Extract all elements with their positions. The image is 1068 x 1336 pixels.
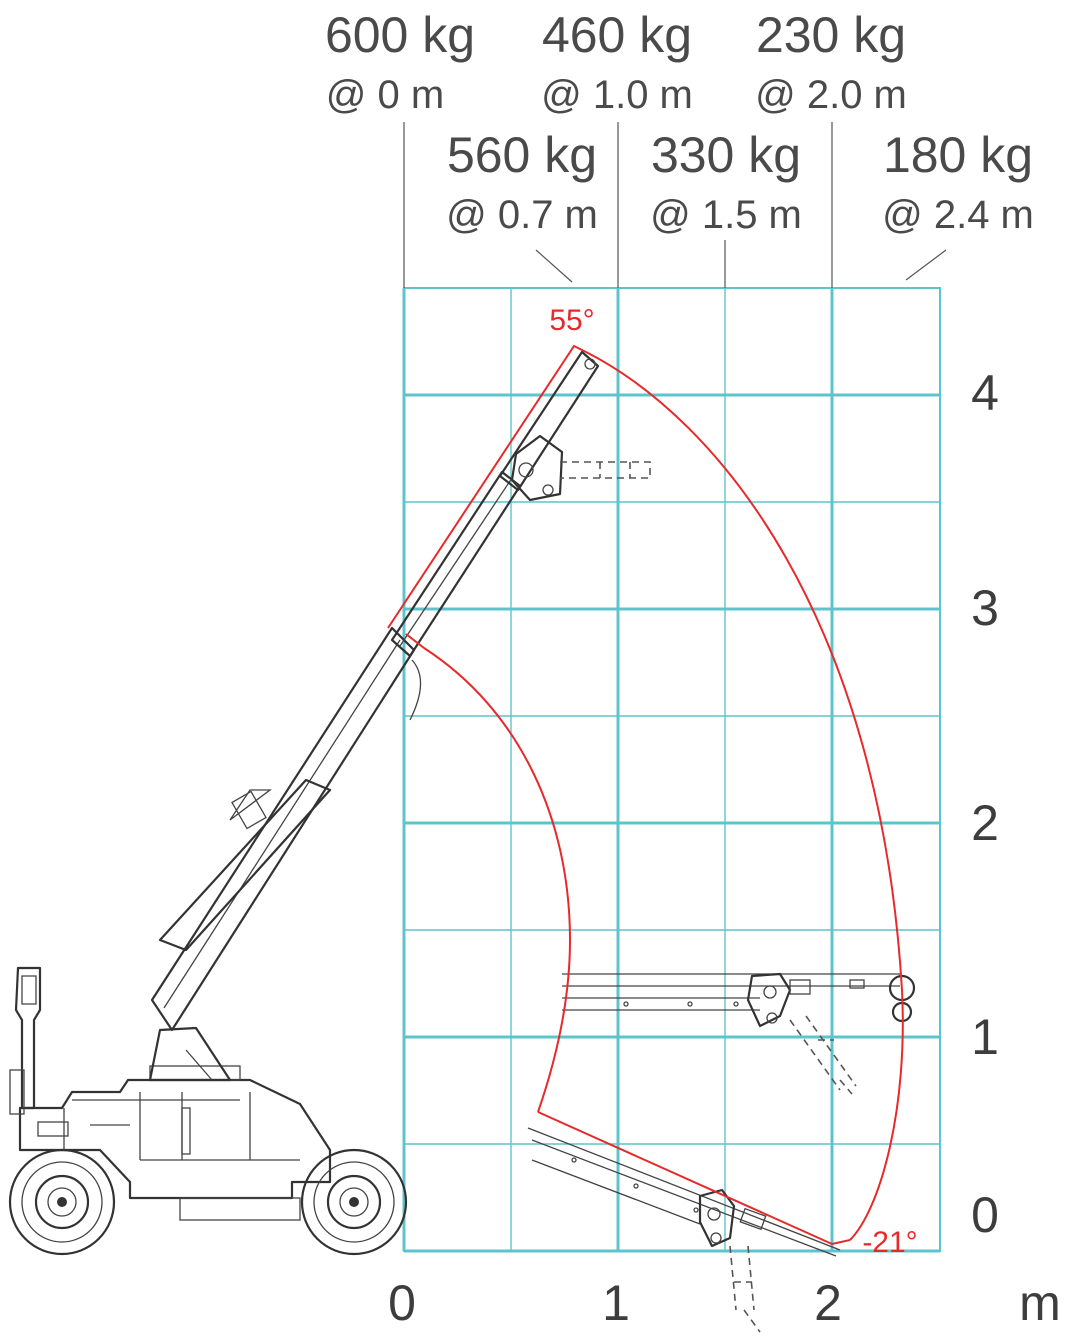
svg-text:3: 3 [971, 580, 999, 636]
svg-text:560 kg: 560 kg [447, 127, 597, 183]
x-axis-unit: m [1019, 1275, 1061, 1331]
svg-text:1: 1 [602, 1275, 630, 1331]
svg-text:@ 0.7 m: @ 0.7 m [446, 193, 598, 237]
svg-text:2: 2 [814, 1275, 842, 1331]
boom-lowered [527, 1127, 841, 1333]
svg-text:460 kg: 460 kg [542, 7, 692, 63]
svg-text:1: 1 [971, 1009, 999, 1065]
svg-text:@ 1.0 m: @ 1.0 m [541, 73, 693, 117]
capacity-label-560kg: 560 kg @ 0.7 m [446, 127, 598, 237]
capacity-leader-lines [403, 122, 947, 288]
boom-extended [148, 350, 651, 1082]
crane-chassis [9, 966, 332, 1221]
capacity-label-330kg: 330 kg @ 1.5 m [650, 127, 802, 237]
capacity-label-460kg: 460 kg @ 1.0 m [541, 7, 693, 117]
svg-text:230 kg: 230 kg [756, 7, 906, 63]
operating-envelope [387, 344, 904, 1246]
max-angle-label: 55° [549, 304, 594, 337]
svg-text:@ 2.0 m: @ 2.0 m [755, 73, 907, 117]
x-axis-ticks: 0 1 2 m [388, 1275, 1061, 1331]
capacity-label-180kg: 180 kg @ 2.4 m [882, 127, 1034, 237]
svg-text:0: 0 [971, 1187, 999, 1243]
svg-text:4: 4 [971, 365, 999, 421]
svg-text:330 kg: 330 kg [651, 127, 801, 183]
y-axis-ticks: 4 3 2 1 0 [971, 365, 999, 1243]
min-angle-label: -21° [862, 1226, 917, 1259]
capacity-label-600kg: 600 kg @ 0 m [325, 7, 475, 117]
svg-text:@ 1.5 m: @ 1.5 m [650, 193, 802, 237]
front-wheel [8, 1148, 116, 1256]
capacity-label-230kg: 230 kg @ 2.0 m [755, 7, 907, 117]
reach-grid [402, 287, 941, 1253]
boom-horizontal [562, 972, 916, 1095]
rear-wheel [300, 1148, 408, 1256]
svg-text:@ 2.4 m: @ 2.4 m [882, 193, 1034, 237]
svg-text:600 kg: 600 kg [325, 7, 475, 63]
svg-text:@ 0 m: @ 0 m [326, 73, 444, 117]
svg-text:180 kg: 180 kg [883, 127, 1033, 183]
svg-text:2: 2 [971, 795, 999, 851]
svg-text:0: 0 [388, 1275, 416, 1331]
